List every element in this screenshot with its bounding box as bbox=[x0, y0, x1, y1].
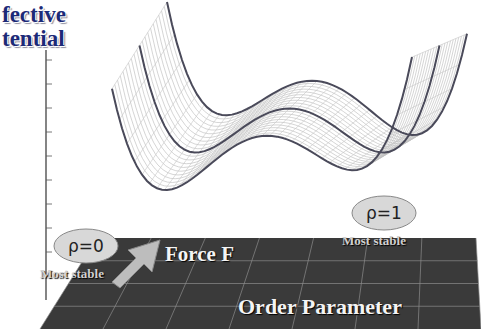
grid-line bbox=[69, 283, 479, 284]
ellipse-shape bbox=[54, 229, 118, 263]
axis-label: Order Parameter bbox=[238, 294, 402, 320]
axis-tick bbox=[46, 108, 52, 109]
axis-tick bbox=[46, 180, 52, 181]
energy-axis bbox=[45, 50, 46, 300]
axis-tick bbox=[46, 156, 52, 157]
force-label: Force F bbox=[165, 242, 234, 267]
potential-curve bbox=[112, 57, 412, 190]
axis-tick bbox=[46, 60, 52, 61]
state-ellipse: ρ=1 bbox=[351, 195, 417, 231]
axis-tick bbox=[46, 204, 52, 205]
axis-tick bbox=[46, 132, 52, 133]
axis-title: fective bbox=[2, 2, 66, 28]
potential-curve bbox=[167, 2, 467, 135]
force-arrow bbox=[112, 240, 160, 288]
axis-title: tential bbox=[2, 26, 65, 52]
mesh-line bbox=[159, 15, 459, 140]
state-label: ρ=1 bbox=[366, 203, 402, 223]
axis-tick bbox=[46, 252, 52, 253]
axis-tick bbox=[46, 228, 52, 229]
potential-surface bbox=[112, 2, 467, 190]
mesh-line bbox=[112, 57, 412, 190]
mesh-line bbox=[118, 55, 418, 183]
axis-ticks bbox=[46, 60, 52, 276]
axis-tick bbox=[46, 84, 52, 85]
state-ellipse: ρ=0 bbox=[53, 228, 119, 264]
potential-curve bbox=[140, 45, 440, 152]
ellipse-shape bbox=[352, 196, 416, 230]
state-note: Most stable bbox=[342, 233, 406, 249]
state-label: ρ=0 bbox=[68, 236, 104, 256]
state-note: Most stable bbox=[40, 266, 104, 282]
